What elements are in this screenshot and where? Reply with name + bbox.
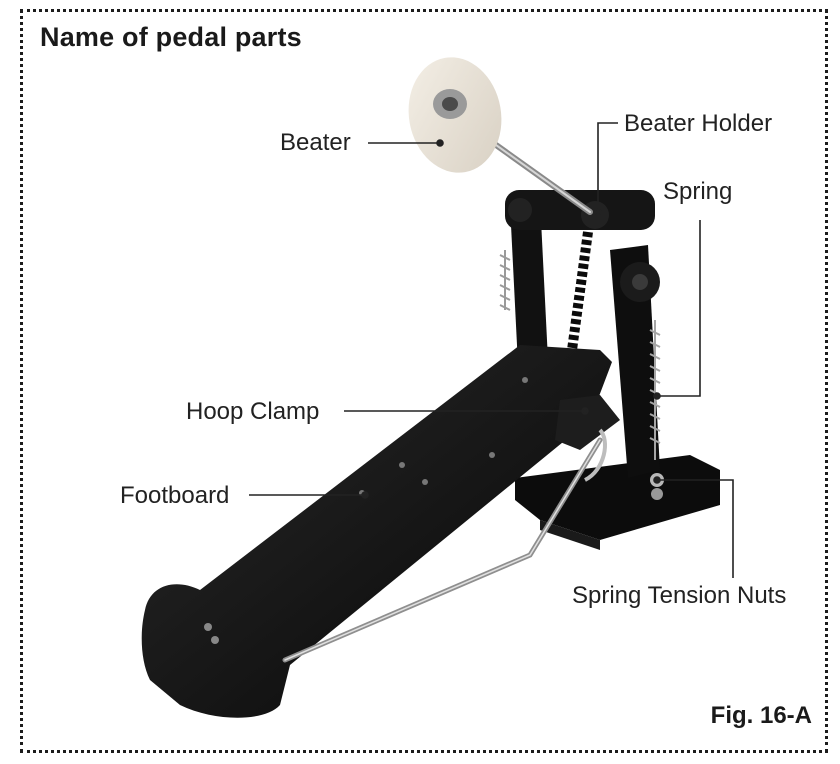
springs [499, 250, 664, 500]
label-spring: Spring [663, 178, 733, 205]
drive-chain [567, 231, 593, 351]
label-beater: Beater [280, 129, 351, 156]
footboard-shape [141, 345, 612, 718]
beater-assembly [408, 57, 593, 215]
label-hoop-clamp: Hoop Clamp [186, 398, 320, 425]
figure-number: Fig. 16-A [710, 702, 812, 729]
label-beater-holder: Beater Holder [624, 110, 773, 137]
callout-spring [657, 220, 701, 397]
callout-spring-tension-nuts [657, 479, 734, 578]
callout-beater-holder [597, 122, 618, 212]
hoop-clamp [555, 395, 620, 482]
figure-title: Name of pedal parts [40, 22, 302, 52]
figure-frame [20, 9, 828, 753]
label-footboard: Footboard [120, 482, 230, 509]
base-plate [515, 455, 720, 550]
heel-rod [282, 437, 603, 663]
callout-lines [249, 122, 734, 578]
label-spring-tension-nuts: Spring Tension Nuts [572, 582, 787, 609]
pedal-frame [505, 190, 660, 478]
